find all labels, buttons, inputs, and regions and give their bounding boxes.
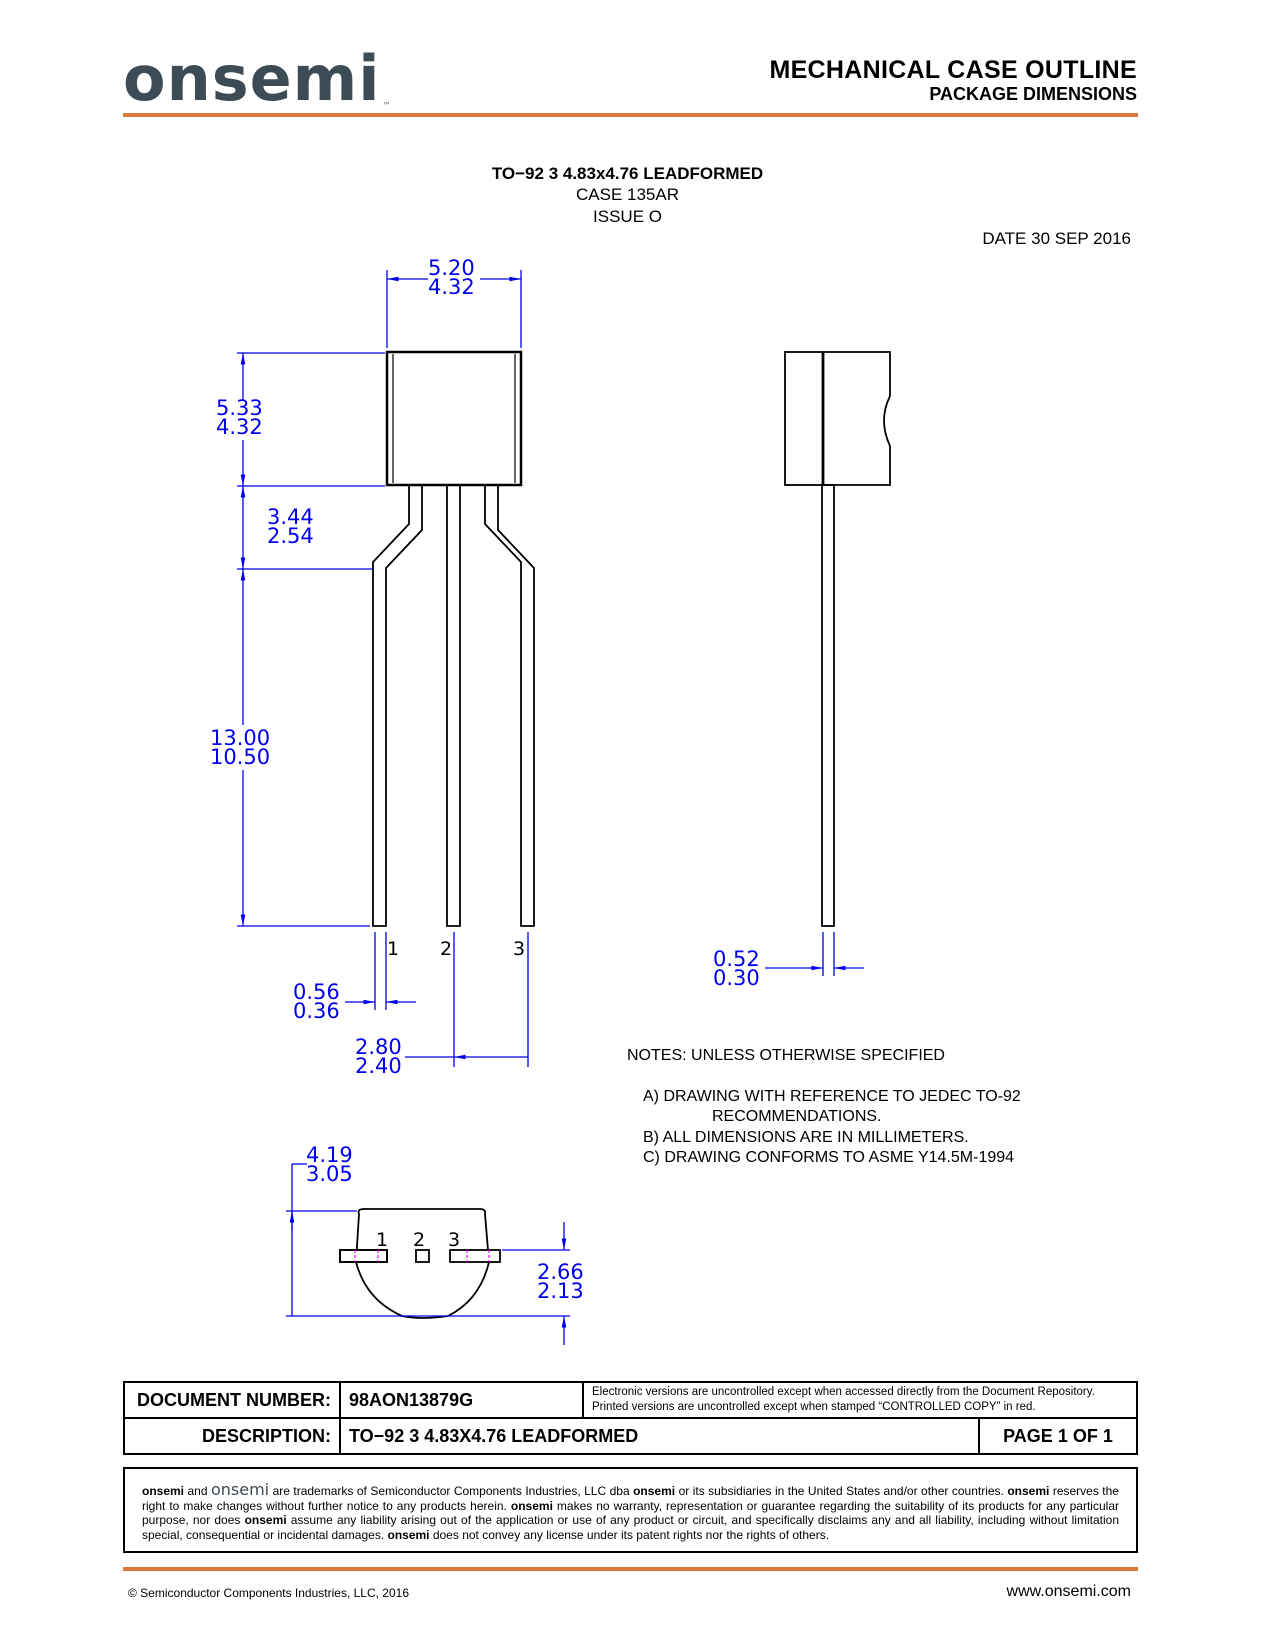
svg-text:2: 2 [413, 1229, 425, 1251]
svg-text:2.54: 2.54 [267, 524, 314, 548]
header-divider [123, 113, 1138, 117]
svg-text:3: 3 [448, 1229, 460, 1251]
svg-text:0.56: 0.56 [293, 980, 340, 1004]
legal-text: are trademarks of Semiconductor Componen… [269, 1484, 634, 1498]
legal-disclaimer: onsemi and onsemi are trademarks of Semi… [123, 1467, 1138, 1553]
legal-text: or its subsidiaries in the United States… [675, 1484, 1008, 1498]
brand-name: onsemi [387, 1527, 430, 1542]
case-number: CASE 135AR [576, 185, 679, 204]
side-view [784, 351, 891, 927]
brand-name: onsemi [510, 1498, 553, 1513]
brand-name: onsemi [244, 1513, 287, 1527]
control-note-electronic: Electronic versions are uncontrolled exc… [592, 1386, 1095, 1398]
svg-text:1: 1 [387, 938, 399, 960]
svg-text:1: 1 [376, 1229, 388, 1251]
svg-text:13.00: 13.00 [210, 726, 270, 750]
svg-text:3.44: 3.44 [267, 505, 314, 529]
svg-text:10.50: 10.50 [210, 745, 270, 769]
svg-text:0.30: 0.30 [713, 966, 760, 990]
footer-divider [123, 1567, 1138, 1571]
brand-name: onsemi [633, 1484, 676, 1498]
brand-name: onsemi [142, 1484, 185, 1498]
svg-text:2.40: 2.40 [355, 1054, 402, 1078]
note-c: C) DRAWING CONFORMS TO ASME Y14.5M-1994 [643, 1149, 1015, 1166]
issue-label: ISSUE O [593, 207, 662, 226]
front-view [372, 350, 535, 927]
legal-text: makes no warranty, representation or gua… [142, 1498, 1119, 1528]
description-value: TO−92 3 4.83X4.76 LEADFORMED [339, 1417, 980, 1455]
control-note-printed: Printed versions are uncontrolled except… [592, 1401, 1036, 1413]
note-a: A) DRAWING WITH REFERENCE TO JEDEC TO-92 [643, 1088, 1021, 1105]
svg-text:0.36: 0.36 [293, 999, 340, 1023]
svg-text:2.13: 2.13 [537, 1279, 584, 1303]
logo-text: onsemi [123, 42, 381, 115]
page-title: MECHANICAL CASE OUTLINE [769, 56, 1137, 84]
description-label: DESCRIPTION: [123, 1417, 341, 1455]
legal-text: reserves the right to make changes witho… [142, 1484, 1119, 1513]
svg-text:2.80: 2.80 [355, 1035, 402, 1059]
document-info-table: DOCUMENT NUMBER: 98AON13879G Electronic … [123, 1381, 1138, 1455]
svg-text:3.05: 3.05 [306, 1162, 353, 1186]
legal-text: and [184, 1484, 211, 1498]
doc-number-label: DOCUMENT NUMBER: [123, 1381, 341, 1419]
svg-text:4.19: 4.19 [306, 1143, 353, 1167]
bottom-view [339, 1208, 501, 1319]
package-name: TO−92 3 4.83x4.76 LEADFORMED [491, 164, 764, 183]
legal-text: assume any liability arising out of the … [142, 1513, 1119, 1542]
svg-text:0.52: 0.52 [713, 947, 760, 971]
note-a-cont: RECOMMENDATIONS. [712, 1108, 882, 1125]
svg-text:4.32: 4.32 [216, 415, 263, 439]
svg-text:5.20: 5.20 [428, 256, 475, 280]
doc-number-value: 98AON13879G [339, 1381, 584, 1419]
trademark-symbol: ™ [382, 101, 392, 110]
inline-logo: onsemi [210, 1480, 270, 1499]
copyright: © Semiconductor Components Industries, L… [128, 1586, 409, 1600]
svg-text:3: 3 [513, 938, 525, 960]
note-b: B) ALL DIMENSIONS ARE IN MILLIMETERS. [643, 1129, 969, 1146]
svg-text:2.66: 2.66 [537, 1260, 584, 1284]
page-subtitle: PACKAGE DIMENSIONS [929, 84, 1137, 104]
brand-name: onsemi [1007, 1484, 1050, 1498]
page-number: PAGE 1 OF 1 [978, 1417, 1138, 1455]
date-label: DATE 30 SEP 2016 [982, 229, 1131, 248]
svg-text:4.32: 4.32 [428, 275, 475, 299]
website-link[interactable]: www.onsemi.com [1006, 1583, 1131, 1600]
svg-text:5.33: 5.33 [216, 396, 263, 420]
notes-heading: NOTES: UNLESS OTHERWISE SPECIFIED [627, 1047, 945, 1064]
svg-text:2: 2 [440, 938, 452, 960]
legal-text: does not convey any license under its pa… [429, 1527, 830, 1542]
control-note: Electronic versions are uncontrolled exc… [582, 1381, 1138, 1419]
